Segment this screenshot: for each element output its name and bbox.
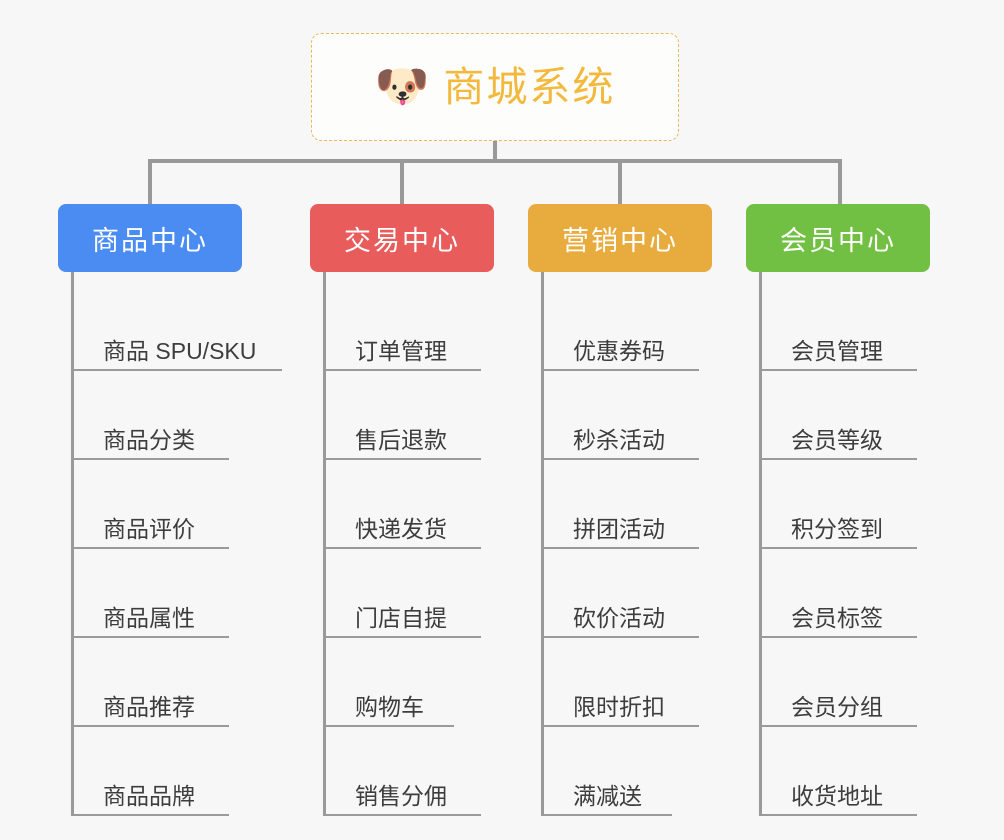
leaf-underline [326, 547, 481, 549]
leaf-underline [74, 458, 229, 460]
category-label: 会员中心 [780, 225, 896, 256]
leaf-underline [326, 369, 481, 371]
leaf-label: 会员等级 [791, 426, 883, 453]
list-item[interactable]: 商品评价 [74, 460, 282, 549]
leaf-label: 砍价活动 [573, 604, 665, 631]
leaf-underline [326, 725, 454, 727]
leaf-label: 门店自提 [355, 604, 447, 631]
connector-horizontal-bus [148, 159, 842, 163]
leaf-label: 商品 SPU/SKU [103, 337, 257, 364]
category-label: 商品中心 [92, 225, 208, 256]
page-title: 商城系统 [443, 63, 616, 110]
list-item[interactable]: 拼团活动 [544, 460, 712, 549]
connector-drop-trade-center [400, 159, 404, 206]
leaf-label: 会员标签 [791, 604, 883, 631]
leaf-label: 商品分类 [103, 426, 195, 453]
leaf-underline [544, 547, 699, 549]
column-product-center: 商品中心 商品 SPU/SKU 商品分类 商品评价 商品属性 商品推荐 [58, 204, 282, 816]
connector-root-stem [493, 141, 497, 163]
list-item[interactable]: 订单管理 [326, 282, 494, 371]
list-item[interactable]: 会员分组 [762, 638, 930, 727]
leaf-label: 订单管理 [355, 337, 447, 364]
list-item[interactable]: 收货地址 [762, 727, 930, 816]
leaf-label: 会员管理 [791, 337, 883, 364]
leaf-label: 满减送 [573, 782, 642, 809]
list-item[interactable]: 秒杀活动 [544, 371, 712, 460]
leaf-underline [544, 814, 672, 816]
root-node-mall-system[interactable]: 🐶 商城系统 [311, 33, 679, 141]
leaf-label: 售后退款 [355, 426, 447, 453]
leaf-underline [74, 369, 282, 371]
connector-drop-product-center [148, 159, 152, 206]
leaf-underline [74, 725, 229, 727]
list-item[interactable]: 积分签到 [762, 460, 930, 549]
category-header-product-center[interactable]: 商品中心 [58, 204, 242, 272]
list-item[interactable]: 商品 SPU/SKU [74, 282, 282, 371]
leaf-label: 销售分佣 [355, 782, 447, 809]
list-item[interactable]: 商品属性 [74, 549, 282, 638]
list-item[interactable]: 商品品牌 [74, 727, 282, 816]
category-header-trade-center[interactable]: 交易中心 [310, 204, 494, 272]
leaf-label: 商品评价 [103, 515, 195, 542]
leaf-label: 商品属性 [103, 604, 195, 631]
leaf-underline [544, 369, 699, 371]
leaf-underline [762, 725, 917, 727]
leaf-underline [74, 547, 229, 549]
list-item[interactable]: 会员标签 [762, 549, 930, 638]
shiba-dog-face-icon: 🐶 [374, 62, 430, 111]
column-marketing-center: 营销中心 优惠券码 秒杀活动 拼团活动 砍价活动 限时折扣 [528, 204, 712, 816]
list-item[interactable]: 售后退款 [326, 371, 494, 460]
connector-drop-member-center [838, 159, 842, 206]
leaf-label: 拼团活动 [573, 515, 665, 542]
list-item[interactable]: 商品分类 [74, 371, 282, 460]
leaf-underline [326, 814, 481, 816]
leaf-underline [762, 369, 917, 371]
leaf-underline [762, 814, 917, 816]
leaf-label: 积分签到 [791, 515, 883, 542]
leaf-underline [762, 547, 917, 549]
category-label: 交易中心 [344, 225, 460, 256]
leaf-label: 限时折扣 [573, 693, 665, 720]
leaf-list-member-center: 会员管理 会员等级 积分签到 会员标签 会员分组 收货地址 [759, 272, 930, 816]
leaf-underline [762, 458, 917, 460]
leaf-underline [544, 636, 699, 638]
category-header-marketing-center[interactable]: 营销中心 [528, 204, 712, 272]
list-item[interactable]: 门店自提 [326, 549, 494, 638]
leaf-underline [544, 725, 699, 727]
leaf-label: 商品推荐 [103, 693, 195, 720]
category-label: 营销中心 [562, 225, 678, 256]
leaf-underline [74, 814, 229, 816]
column-trade-center: 交易中心 订单管理 售后退款 快递发货 门店自提 购物车 [310, 204, 494, 816]
list-item[interactable]: 砍价活动 [544, 549, 712, 638]
list-item[interactable]: 购物车 [326, 638, 494, 727]
leaf-underline [762, 636, 917, 638]
leaf-label: 购物车 [355, 693, 424, 720]
list-item[interactable]: 会员管理 [762, 282, 930, 371]
leaf-underline [544, 458, 699, 460]
list-item[interactable]: 会员等级 [762, 371, 930, 460]
leaf-label: 秒杀活动 [573, 426, 665, 453]
list-item[interactable]: 优惠券码 [544, 282, 712, 371]
leaf-list-product-center: 商品 SPU/SKU 商品分类 商品评价 商品属性 商品推荐 商品品牌 [71, 272, 282, 816]
category-header-member-center[interactable]: 会员中心 [746, 204, 930, 272]
leaf-label: 商品品牌 [103, 782, 195, 809]
leaf-list-trade-center: 订单管理 售后退款 快递发货 门店自提 购物车 销售分佣 [323, 272, 494, 816]
list-item[interactable]: 满减送 [544, 727, 712, 816]
list-item[interactable]: 销售分佣 [326, 727, 494, 816]
connector-drop-marketing-center [618, 159, 622, 206]
column-member-center: 会员中心 会员管理 会员等级 积分签到 会员标签 会员分组 [746, 204, 930, 816]
leaf-label: 快递发货 [355, 515, 447, 542]
leaf-underline [326, 636, 481, 638]
leaf-underline [326, 458, 481, 460]
leaf-label: 收货地址 [791, 782, 883, 809]
leaf-label: 优惠券码 [573, 337, 665, 364]
leaf-list-marketing-center: 优惠券码 秒杀活动 拼团活动 砍价活动 限时折扣 满减送 [541, 272, 712, 816]
leaf-label: 会员分组 [791, 693, 883, 720]
list-item[interactable]: 限时折扣 [544, 638, 712, 727]
list-item[interactable]: 快递发货 [326, 460, 494, 549]
leaf-underline [74, 636, 229, 638]
list-item[interactable]: 商品推荐 [74, 638, 282, 727]
